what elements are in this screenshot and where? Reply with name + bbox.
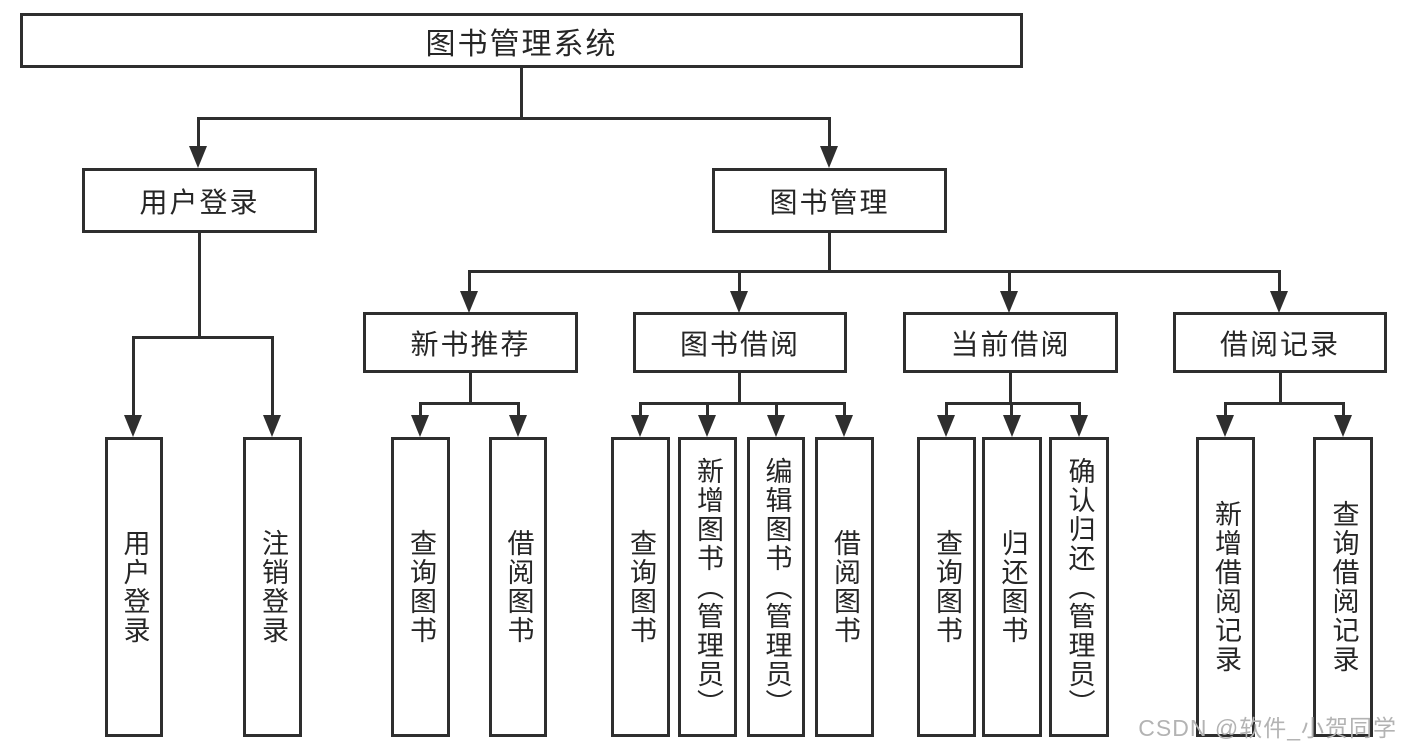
arrow-down-icon	[1334, 415, 1352, 437]
connector-line	[1278, 270, 1281, 293]
node-leaf-query-books-borrow: 查询图书	[611, 437, 670, 737]
arrow-down-icon	[1070, 415, 1088, 437]
connector-line	[468, 270, 1281, 273]
node-borrow-records: 借阅记录	[1173, 312, 1387, 373]
arrow-down-icon	[698, 415, 716, 437]
node-leaf-query-books-recommend: 查询图书	[391, 437, 450, 737]
node-label: 新增借阅记录	[1211, 500, 1241, 674]
connector-line	[738, 373, 741, 403]
connector-line	[517, 402, 520, 417]
node-label: 归还图书	[997, 529, 1028, 645]
node-label: 查询图书	[932, 529, 962, 645]
arrow-down-icon	[509, 415, 527, 437]
arrow-down-icon	[189, 146, 207, 168]
connector-line	[1342, 402, 1345, 417]
arrow-down-icon	[835, 415, 853, 437]
node-label: 编辑图书（管理员）	[761, 456, 792, 718]
connector-line	[132, 336, 135, 417]
arrow-down-icon	[937, 415, 955, 437]
arrow-down-icon	[1270, 291, 1288, 313]
connector-line	[738, 270, 741, 293]
connector-line	[469, 373, 472, 403]
connector-line	[197, 117, 200, 150]
connector-line	[639, 402, 846, 405]
connector-line	[1010, 402, 1013, 417]
node-label: 借阅图书	[830, 529, 860, 645]
node-label: 新书推荐	[410, 328, 531, 360]
node-leaf-confirm-return-admin: 确认归还（管理员）	[1049, 437, 1109, 737]
connector-line	[1078, 402, 1081, 417]
arrow-down-icon	[263, 415, 281, 437]
node-label: 查询图书	[626, 529, 656, 645]
connector-line	[828, 233, 831, 271]
connector-line	[1224, 402, 1227, 417]
node-leaf-add-book-admin: 新增图书（管理员）	[678, 437, 737, 737]
node-label: 新增图书（管理员）	[693, 456, 723, 718]
connector-line	[706, 402, 709, 417]
node-leaf-return-books: 归还图书	[982, 437, 1042, 737]
node-leaf-borrow-books: 借阅图书	[815, 437, 874, 737]
node-leaf-edit-book-admin: 编辑图书（管理员）	[747, 437, 805, 737]
node-label: 借阅图书	[503, 529, 534, 645]
node-current-borrow: 当前借阅	[903, 312, 1118, 373]
connector-line	[419, 402, 520, 405]
arrow-down-icon	[1000, 291, 1018, 313]
node-label: 用户登录	[139, 186, 260, 218]
connector-line	[1279, 373, 1282, 403]
arrow-down-icon	[820, 146, 838, 168]
connector-line	[828, 117, 831, 150]
arrow-down-icon	[124, 415, 142, 437]
arrow-down-icon	[767, 415, 785, 437]
arrow-down-icon	[730, 291, 748, 313]
arrow-down-icon	[631, 415, 649, 437]
connector-line	[468, 270, 471, 293]
arrow-down-icon	[1003, 415, 1021, 437]
node-leaf-user-login: 用户登录	[105, 437, 163, 737]
node-new-book-recommend: 新书推荐	[363, 312, 578, 373]
node-label: 查询图书	[406, 529, 436, 645]
node-label: 确认归还（管理员）	[1064, 456, 1095, 718]
connector-line	[1224, 402, 1345, 405]
node-book-borrow: 图书借阅	[633, 312, 847, 373]
connector-line	[775, 402, 778, 417]
connector-line	[843, 402, 846, 417]
node-user-login: 用户登录	[82, 168, 317, 233]
node-leaf-logout: 注销登录	[243, 437, 302, 737]
arrow-down-icon	[1216, 415, 1234, 437]
arrow-down-icon	[460, 291, 478, 313]
arrow-down-icon	[411, 415, 429, 437]
node-label: 图书借阅	[679, 328, 800, 360]
node-label: 查询借阅记录	[1328, 500, 1359, 674]
connector-line	[419, 402, 422, 417]
node-leaf-add-borrow-record: 新增借阅记录	[1196, 437, 1255, 737]
node-label: 注销登录	[258, 529, 288, 645]
connector-line	[198, 233, 201, 337]
node-label: 借阅记录	[1219, 328, 1340, 360]
node-label: 当前借阅	[950, 328, 1071, 360]
connector-line	[639, 402, 642, 417]
watermark: CSDN @软件_小贺同学	[1138, 715, 1397, 741]
connector-line	[197, 117, 831, 120]
node-library-management-system: 图书管理系统	[20, 13, 1023, 68]
connector-line	[1009, 373, 1012, 403]
connector-line	[945, 402, 948, 417]
node-label: 图书管理系统	[425, 27, 618, 61]
node-leaf-borrow-books-recommend: 借阅图书	[489, 437, 547, 737]
node-label: 图书管理	[769, 186, 890, 218]
connector-line	[520, 68, 523, 118]
node-label: 用户登录	[119, 529, 150, 645]
connector-line	[271, 336, 274, 417]
connector-line	[1008, 270, 1011, 293]
connector-line	[132, 336, 274, 339]
node-book-management: 图书管理	[712, 168, 947, 233]
node-leaf-query-borrow-record: 查询借阅记录	[1313, 437, 1373, 737]
node-leaf-query-books-current: 查询图书	[917, 437, 976, 737]
